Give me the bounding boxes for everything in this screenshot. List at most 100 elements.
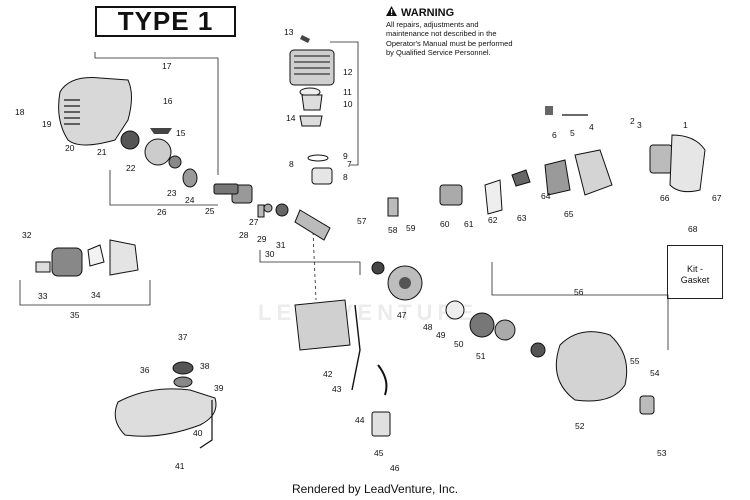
- callout-34: 34: [91, 290, 101, 300]
- callout-47: 47: [397, 310, 407, 320]
- fuel-cap-part: [172, 361, 194, 375]
- bracket-plate-part: [109, 239, 139, 276]
- air-cover-part: [669, 134, 706, 193]
- fan-housing-part: [555, 331, 628, 402]
- callout-58: 58: [388, 225, 398, 235]
- callout-51: 51: [476, 351, 486, 361]
- callout-15: 15: [176, 128, 186, 138]
- callout-40: 40: [193, 428, 203, 438]
- cylinder-part: [289, 49, 335, 97]
- callout-4: 4: [589, 122, 594, 132]
- callout-7: 7: [347, 159, 352, 169]
- callout-26: 26: [157, 207, 167, 217]
- callout-22: 22: [126, 163, 136, 173]
- recoil-spring-part: [120, 130, 140, 150]
- callout-11: 11: [343, 87, 352, 97]
- callout-18: 18: [15, 107, 25, 117]
- watermark: LEADVENTURE: [258, 300, 479, 325]
- callout-2: 2: [630, 116, 635, 126]
- callout-62: 62: [488, 215, 498, 225]
- callout-48: 48: [423, 322, 433, 332]
- callout-20: 20: [65, 143, 75, 153]
- callout-56: 56: [574, 287, 584, 297]
- callout-42: 42: [323, 369, 333, 379]
- callout-59: 59: [406, 223, 416, 233]
- fuel-tank-part: [114, 388, 217, 437]
- starter-housing-part: [58, 77, 132, 146]
- connecting-rod-part: [294, 209, 331, 241]
- callout-25: 25: [205, 206, 215, 216]
- callout-16: 16: [163, 96, 173, 106]
- callout-31: 31: [276, 240, 286, 250]
- callout-49: 49: [436, 330, 446, 340]
- carburetor-part: [439, 184, 463, 206]
- callout-30: 30: [265, 249, 275, 259]
- callout-41: 41: [175, 461, 185, 471]
- bracket-7: [330, 41, 359, 166]
- callout-23: 23: [167, 188, 177, 198]
- warning-triangle-icon: [386, 6, 397, 16]
- callout-55: 55: [630, 356, 640, 366]
- callout-46: 46: [390, 463, 400, 473]
- callout-35: 35: [70, 310, 80, 320]
- callout-54: 54: [650, 368, 660, 378]
- air-filter-cover-part: [51, 247, 83, 277]
- callout-32: 32: [22, 230, 32, 240]
- callout-37: 37: [178, 332, 188, 342]
- kit-label-line2: Gasket: [680, 275, 710, 285]
- callout-36: 36: [140, 365, 150, 375]
- kit-gasket-box: Kit - Gasket: [667, 245, 723, 299]
- pulley-part: [144, 138, 172, 166]
- callout-17: 17: [162, 61, 172, 71]
- crankcase-part: [294, 299, 351, 351]
- bracket-26: [109, 170, 218, 206]
- callout-9: 9: [343, 151, 348, 161]
- air-box-part: [574, 149, 613, 196]
- callout-45: 45: [374, 448, 384, 458]
- pawl-part: [182, 168, 198, 188]
- callout-52: 52: [575, 421, 585, 431]
- callout-38: 38: [200, 361, 210, 371]
- callout-29: 29: [257, 234, 267, 244]
- callout-53: 53: [657, 448, 667, 458]
- callout-44: 44: [355, 415, 365, 425]
- piston-part: [311, 167, 333, 185]
- footer-credit: Rendered by LeadVenture, Inc.: [291, 482, 459, 496]
- callout-28: 28: [239, 230, 249, 240]
- kit-label-line1: Kit -: [686, 264, 703, 274]
- starter-handle-part: [150, 128, 172, 134]
- clutch-part: [469, 312, 495, 338]
- warning-title-text: WARNING: [401, 7, 455, 19]
- callout-33: 33: [38, 291, 48, 301]
- callout-68: 68: [688, 224, 698, 234]
- callout-12: 12: [343, 67, 353, 77]
- type-label: TYPE 1: [95, 6, 236, 37]
- callout-10: 10: [343, 99, 353, 109]
- callout-43: 43: [332, 384, 342, 394]
- ring-part: [307, 154, 329, 162]
- callout-39: 39: [214, 383, 224, 393]
- callout-21: 21: [97, 147, 107, 157]
- callout-1: 1: [683, 120, 688, 130]
- plate-part: [299, 115, 323, 127]
- callout-66: 66: [660, 193, 670, 203]
- callout-27: 27: [249, 217, 259, 227]
- callout-13: 13: [284, 27, 294, 37]
- callout-57: 57: [357, 216, 367, 226]
- bracket-30: [259, 250, 361, 275]
- bracket-56: [491, 262, 669, 350]
- warning-text: All repairs, adjustments and maintenance…: [386, 20, 513, 58]
- spark-plug-part: [300, 35, 310, 43]
- callout-24: 24: [185, 195, 195, 205]
- callout-14: 14: [286, 113, 296, 123]
- bracket-35: [19, 280, 151, 306]
- callout-64: 64: [541, 191, 551, 201]
- callout-67: 67: [712, 193, 722, 203]
- warning-title: WARNING: [386, 6, 454, 19]
- callout-5: 5: [570, 128, 575, 138]
- ignition-coil-part: [371, 411, 391, 437]
- bracket-17: [94, 52, 219, 175]
